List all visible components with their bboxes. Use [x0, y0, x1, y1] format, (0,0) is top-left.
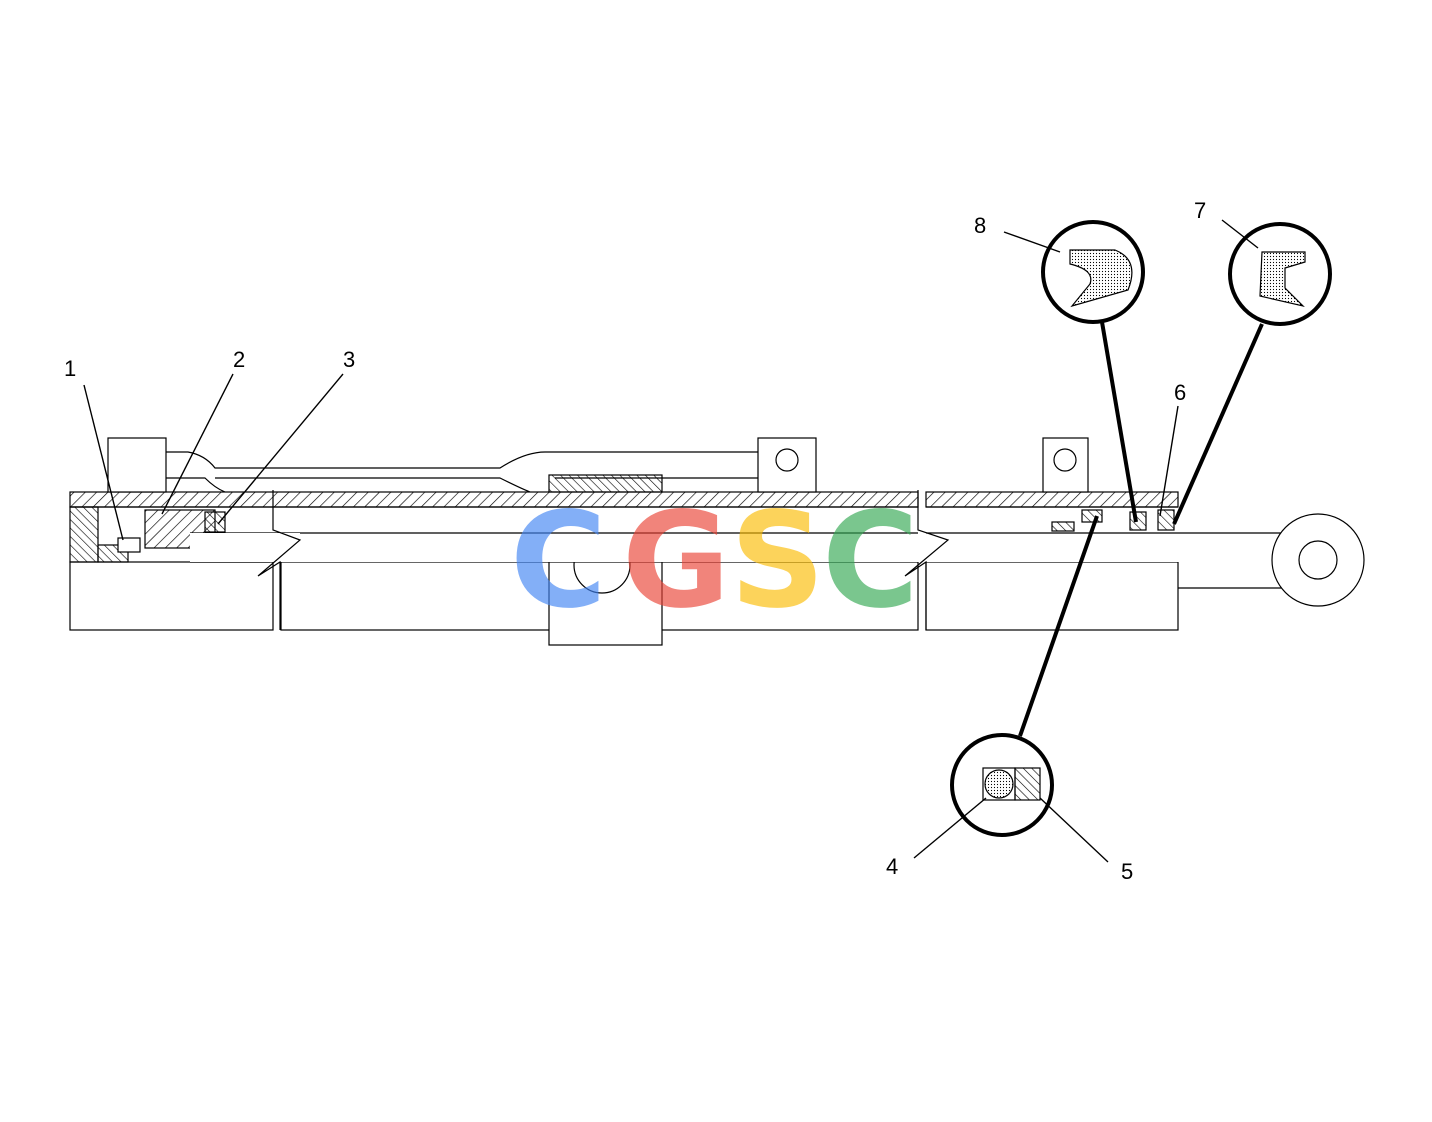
- plug: [117, 537, 141, 553]
- watermark-letter-3: S: [730, 484, 825, 638]
- piston-rod: [190, 533, 1290, 562]
- tube-clamp: [548, 474, 663, 493]
- callout-3: 3: [343, 347, 355, 372]
- callout-7: 7: [1194, 198, 1206, 223]
- rod-eye-bore: [1298, 540, 1338, 580]
- o-ring: [984, 769, 1014, 799]
- barrel-lower-right: [925, 561, 1179, 631]
- callout-4: 4: [886, 854, 898, 879]
- rod-eye: [1271, 513, 1365, 607]
- watermark-letter-1: C: [510, 484, 607, 638]
- watermark-logo: C G S C: [510, 484, 919, 638]
- tube-lug-right-hole: [1053, 448, 1077, 472]
- tube-lug-left: [757, 437, 817, 493]
- tube-lug-right: [1042, 437, 1089, 493]
- cylinder-assembly: [69, 437, 1365, 646]
- callout-1: 1: [64, 356, 76, 381]
- callout-labels: 1 2 3 4 5 6 7 8: [64, 198, 1206, 884]
- head-mount-block: [107, 437, 167, 493]
- detail-8: [1041, 220, 1145, 324]
- seal-profile-7: [1259, 251, 1306, 308]
- piston-seal: [204, 511, 226, 533]
- watermark-letter-2: G: [622, 484, 730, 638]
- detail-7: [1228, 222, 1332, 326]
- callout-6: 6: [1174, 380, 1186, 405]
- break-line-left: [257, 490, 302, 630]
- gland-seal-b: [1081, 509, 1103, 523]
- break-line-right: [904, 490, 950, 630]
- barrel-lower-left: [69, 561, 274, 631]
- callout-5: 5: [1121, 859, 1133, 884]
- detail-4-5: [950, 733, 1054, 837]
- callout-2: 2: [233, 347, 245, 372]
- seal-profile-8: [1069, 249, 1133, 308]
- barrel-wall-upper-right: [925, 491, 1179, 508]
- external-tube: [166, 451, 758, 493]
- leader-lines: [83, 219, 1264, 863]
- head-end-cap: [69, 506, 99, 563]
- backup-ring: [1014, 767, 1041, 801]
- gland-seal-c: [1129, 511, 1147, 531]
- gland-seal-a: [1051, 521, 1075, 532]
- tube-lug-left-hole: [775, 448, 799, 472]
- watermark-letter-4: C: [822, 484, 919, 638]
- callout-8: 8: [974, 213, 986, 238]
